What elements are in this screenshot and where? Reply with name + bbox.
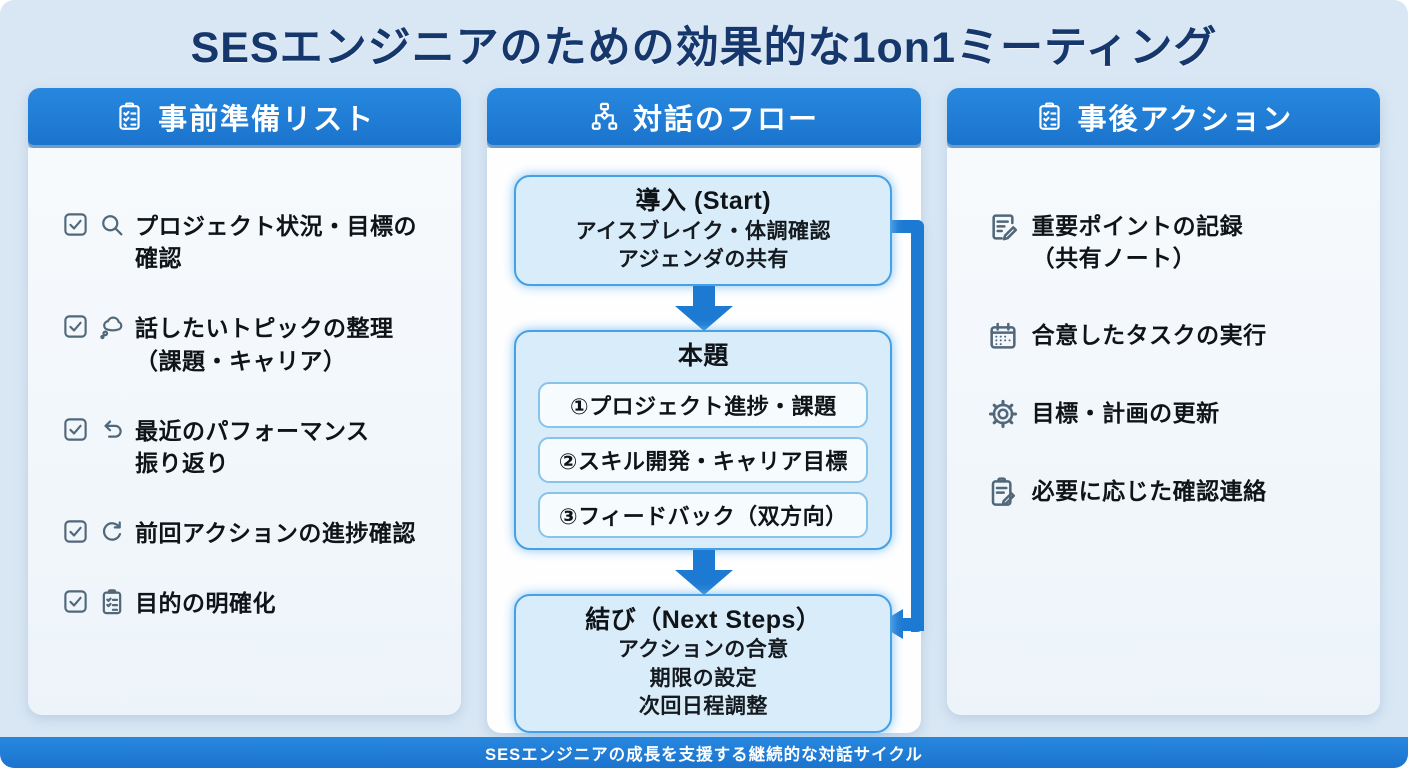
flow-box-line: 次回日程調整 <box>638 694 768 718</box>
flow-column-header-label: 対話のフロー <box>632 103 819 136</box>
action-item-label: 重要ポイントの記録 （共有ノート） <box>1031 213 1244 272</box>
action-item-label: 必要に応じた確認連絡 <box>1031 478 1267 505</box>
clipboard-pencil-icon <box>991 477 1015 507</box>
post-column-header: 事後アクション <box>946 88 1380 145</box>
magnifier-icon <box>102 215 123 236</box>
checklist-item-label: 最近のパフォーマンス 振り返り <box>135 417 370 476</box>
gear-icon <box>988 400 1017 429</box>
post-column-header-label: 事後アクション <box>1077 103 1294 136</box>
clipboard-list-icon <box>102 589 122 615</box>
checklist-item-label: プロジェクト状況・目標の 確認 <box>135 213 417 272</box>
action-item: 目標・計画の更新 <box>987 397 1366 430</box>
action-item-label: 合意したタスクの実行 <box>1031 322 1267 349</box>
undo-arrow-icon <box>104 420 122 438</box>
flow-subtopic: ③フィードバック（双方向） <box>538 491 869 538</box>
post-column-body: 重要ポイントの記録 （共有ノート） 合意したタスクの実行 <box>946 148 1380 715</box>
footer-banner: SESエンジニアの成長を支援する継続的な対話サイクル <box>0 737 1408 768</box>
prep-column-header: 事前準備リスト <box>28 88 462 145</box>
prep-column-body: プロジェクト状況・目標の 確認 話したいトピックの整理 （課題・キャリア） <box>28 148 462 715</box>
flow-box-main: 本題 ①プロジェクト進捗・課題 ②スキル開発・キャリア目標 ③フィードバック（双… <box>514 330 893 550</box>
post-column: 事後アクション 重要ポイントの記録 （共有ノート） <box>946 88 1380 715</box>
checkbox-checked-icon <box>64 520 87 543</box>
flow-column-body: 導入 (Start) アイスブレイク・体調確認 アジェンダの共有 本題 ①プロジ… <box>487 148 925 734</box>
action-item: 必要に応じた確認連絡 <box>987 475 1366 508</box>
flow-box-title: 結び（Next Steps） <box>585 605 822 634</box>
prep-column-header-label: 事前準備リスト <box>158 103 376 136</box>
checkbox-checked-icon <box>64 213 87 236</box>
checklist-item-label: 前回アクションの進捗確認 <box>135 520 416 547</box>
flow-arrow-down-icon <box>674 549 733 595</box>
checklist-item: 前回アクションの進捗確認 <box>62 517 445 549</box>
checklist-item-label: 目的の明確化 <box>135 590 276 617</box>
flow-box-line: アイスブレイク・体調確認 <box>575 219 832 243</box>
flow-column-header: 対話のフロー <box>487 88 921 145</box>
loop-connector-line <box>911 220 925 632</box>
title-band: SESエンジニアのための効果的な1on1ミーティング <box>0 0 1408 88</box>
action-item: 重要ポイントの記録 （共有ノート） <box>987 210 1366 274</box>
refresh-icon <box>102 521 122 541</box>
thought-bubble-icon <box>100 316 123 340</box>
checklist-item: 話したいトピックの整理 （課題・キャリア） <box>62 312 445 376</box>
checklist-item-label: 話したいトピックの整理 （課題・キャリア） <box>135 315 394 374</box>
checkbox-checked-icon <box>64 590 87 614</box>
action-item-label: 目標・計画の更新 <box>1031 400 1220 427</box>
flow-box-line: 期限の設定 <box>649 666 758 690</box>
clipboard-check-icon <box>119 102 140 130</box>
flow-box-title: 導入 (Start) <box>635 187 772 215</box>
checklist-item: 最近のパフォーマンス 振り返り <box>62 415 445 479</box>
flow-subtopic: ②スキル開発・キャリア目標 <box>538 436 869 483</box>
flow-box-closing: 結び（Next Steps） アクションの合意 期限の設定 次回日程調整 <box>514 593 893 734</box>
flow-arrow-down-icon <box>674 286 733 332</box>
calendar-icon <box>990 323 1016 349</box>
loop-connector-line <box>902 618 925 631</box>
clipboard-check-icon <box>1038 102 1060 130</box>
columns-row: 事前準備リスト プロジェクト状況・目標の 確認 <box>0 88 1408 734</box>
flowchart-icon <box>591 102 618 130</box>
checkbox-checked-icon <box>64 418 87 441</box>
checklist-item: プロジェクト状況・目標の 確認 <box>62 210 445 274</box>
flow-column: 対話のフロー 導入 (Start) アイスブレイク・体調確認 アジェンダの共有 … <box>487 88 925 734</box>
note-pencil-icon <box>992 214 1017 241</box>
checkbox-checked-icon <box>64 315 87 339</box>
prep-column: 事前準備リスト プロジェクト状況・目標の 確認 <box>28 88 462 715</box>
flow-subtopic: ①プロジェクト進捗・課題 <box>538 381 869 428</box>
footer-label: SESエンジニアの成長を支援する継続的な対話サイクル <box>485 745 923 764</box>
flow-box-line: アクションの合意 <box>617 638 789 662</box>
page-title: SESエンジニアのための効果的な1on1ミーティング <box>190 24 1218 72</box>
action-item: 合意したタスクの実行 <box>987 319 1366 352</box>
flow-box-title: 本題 <box>677 342 729 371</box>
flow-box-line: アジェンダの共有 <box>617 247 789 271</box>
checklist-item: 目的の明確化 <box>62 587 445 619</box>
flow-box-intro: 導入 (Start) アイスブレイク・体調確認 アジェンダの共有 <box>514 175 893 287</box>
